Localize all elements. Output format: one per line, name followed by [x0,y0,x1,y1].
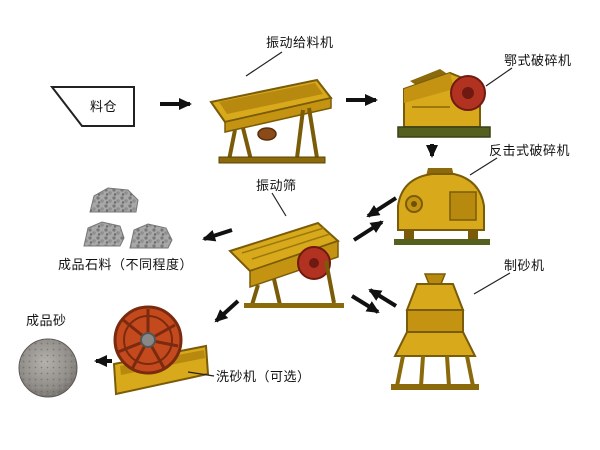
vibrating-feeder-illustration [205,72,340,167]
sand-maker-label: 制砂机 [504,258,545,273]
arrow-screen-to-sandmaker [350,294,380,314]
sand-washer-illustration [106,300,214,402]
sand-washer-label: 洗砂机（可选） [216,369,311,384]
vibrating-screen-label: 振动筛 [256,178,297,193]
impact-crusher-label: 反击式破碎机 [489,143,571,158]
hopper-shape [48,84,138,130]
finished-stone-piles [80,180,185,255]
finished-stone-label: 成品石料（不同程度） [58,257,194,272]
feeder-label: 振动给料机 [266,35,334,50]
jaw-crusher-label: 鄂式破碎机 [504,53,572,68]
impact-crusher-illustration [388,162,496,248]
sand-maker-illustration [385,272,485,394]
arrow-screen-to-impact [352,220,384,242]
jaw-crusher-illustration [392,63,497,145]
hopper-label: 料仓 [90,99,118,114]
finished-sand-label: 成品砂 [26,313,67,328]
vibrating-screen-illustration [222,213,354,310]
finished-sand-pile [16,336,80,400]
